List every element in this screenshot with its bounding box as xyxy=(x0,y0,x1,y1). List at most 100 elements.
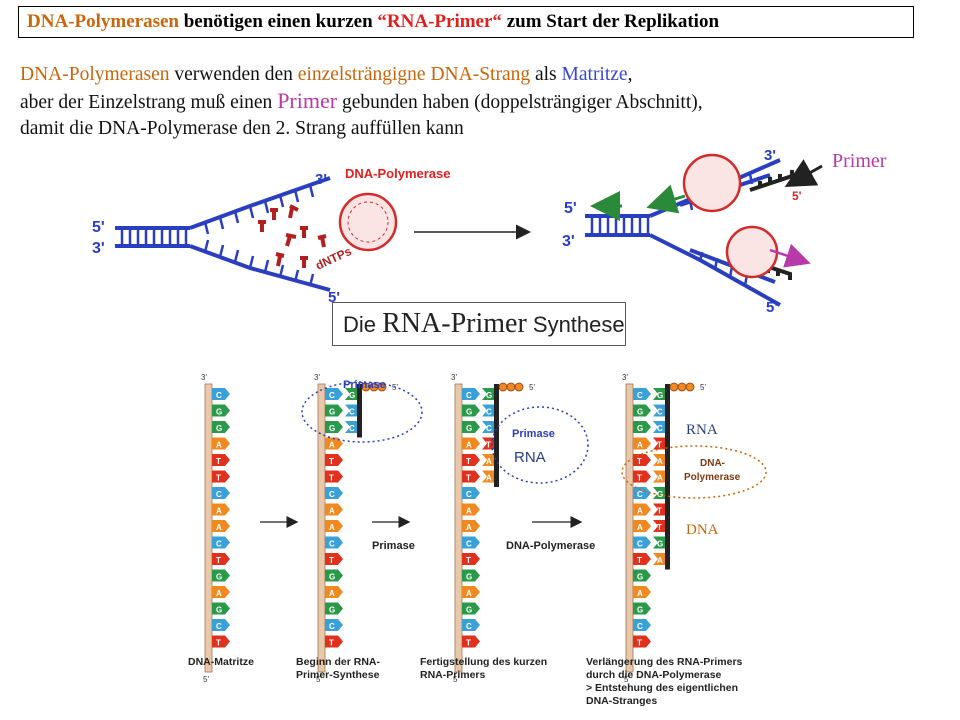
template-base-letter: T xyxy=(216,474,221,483)
title-part-1: DNA-Polymerasen xyxy=(27,11,179,32)
template-base-letter: T xyxy=(466,457,471,466)
intro-line-3: damit die DNA-Polymerase den 2. Strang a… xyxy=(20,118,464,139)
template-base xyxy=(212,569,230,582)
template-base-letter: C xyxy=(637,391,643,400)
template-base-letter: A xyxy=(329,523,335,532)
caption-4-line-4: DNA-Stranges xyxy=(586,695,658,707)
template-backbone xyxy=(317,383,326,673)
dna-poly-label-1: DNA- xyxy=(700,458,725,469)
template-base xyxy=(325,553,343,565)
complement-base xyxy=(345,421,357,433)
complement-base-letter: G xyxy=(486,391,492,400)
direction-arrow-green-2 xyxy=(646,184,686,214)
arrow-label-primase: Primase xyxy=(372,540,415,552)
template-base xyxy=(633,470,651,483)
title-part-2: benötigen einen kurzen xyxy=(178,11,378,32)
template-base-letter: C xyxy=(637,490,643,499)
template-base-letter: A xyxy=(466,441,472,450)
primase-ellipse xyxy=(301,381,423,443)
primase-ellipse-2 xyxy=(491,406,589,484)
template-base-letter: T xyxy=(329,474,334,483)
template-base-letter: C xyxy=(466,490,472,499)
template-base-letter: T xyxy=(466,556,471,565)
triphosphate xyxy=(498,382,508,392)
template-base-letter: G xyxy=(637,408,643,417)
template-base-letter: G xyxy=(637,573,643,582)
caption-4-line-2: durch die DNA-Polymerase xyxy=(586,669,722,681)
template-base-letter: G xyxy=(466,408,472,417)
template-base xyxy=(633,619,651,631)
template-base-letter: C xyxy=(329,391,335,400)
template-base xyxy=(462,635,480,648)
intro-text-c: aber der Einzelstrang muß einen xyxy=(20,92,278,113)
template-base-letter: T xyxy=(329,639,334,648)
template-base-letter: G xyxy=(216,606,222,615)
template-base xyxy=(462,503,480,516)
complement-base xyxy=(482,454,494,466)
right-fork-top-3prime: 3' xyxy=(764,147,776,164)
complement-base xyxy=(653,454,665,466)
intro-line-1: DNA-Polymerasen verwenden den einzelsträ… xyxy=(20,62,703,88)
intro-text: DNA-Polymerasen verwenden den einzelsträ… xyxy=(20,62,703,142)
template-base-letter: T xyxy=(466,474,471,483)
template-base xyxy=(325,520,343,532)
template-base-letter: G xyxy=(466,424,472,433)
template-base-letter: T xyxy=(216,639,221,648)
complement-base xyxy=(653,536,665,549)
template-base xyxy=(325,487,343,499)
complement-base-letter: A xyxy=(486,474,492,483)
new-strand-backbone xyxy=(357,384,362,438)
section-title-c: Synthese xyxy=(526,312,625,337)
template-base xyxy=(462,454,480,466)
polymerase-blob-texture xyxy=(347,201,389,243)
template-base xyxy=(325,454,343,466)
complement-base-letter: C xyxy=(657,408,663,417)
template-base-letter: T xyxy=(329,556,334,565)
template-base xyxy=(212,553,230,565)
template-base xyxy=(212,454,230,466)
template-5prime: 5' xyxy=(203,675,209,684)
complement-base xyxy=(653,553,665,565)
template-base xyxy=(212,503,230,516)
intro-term-primer: Primer xyxy=(277,88,338,113)
template-base-letter: G xyxy=(216,573,222,582)
right-fork-bottom-5prime: 5' xyxy=(766,299,778,316)
new-strand-5prime: 5' xyxy=(700,383,706,392)
complement-base-letter: T xyxy=(486,441,491,450)
caption-3-line-1: Fertigstellung des kurzen xyxy=(420,656,548,668)
template-base-letter: A xyxy=(637,507,643,516)
template-base xyxy=(325,503,343,516)
triphosphate xyxy=(669,382,679,392)
caption-2: Beginn der RNA-Primer-Synthese xyxy=(296,656,380,682)
template-base-letter: T xyxy=(216,556,221,565)
template-base-letter: G xyxy=(466,606,472,615)
polymerase-blob-right-top xyxy=(682,153,742,213)
template-base xyxy=(212,421,230,433)
template-backbone xyxy=(625,383,634,673)
template-base xyxy=(462,404,480,417)
template-3prime: 3' xyxy=(201,373,207,382)
template-base-letter: T xyxy=(637,639,642,648)
complement-base xyxy=(482,388,494,400)
template-base xyxy=(633,503,651,516)
template-base xyxy=(633,437,651,450)
left-fork-top-3prime: 3' xyxy=(315,171,327,188)
dntps-icons xyxy=(258,204,327,268)
template-base xyxy=(462,487,480,499)
dna-polymerase-ellipse xyxy=(621,445,767,499)
complement-base xyxy=(653,404,665,417)
complement-base-letter: C xyxy=(486,424,492,433)
template-base xyxy=(462,470,480,483)
caption-4-line-1: Verlängerung des RNA-Primers xyxy=(586,656,743,668)
template-base-letter: C xyxy=(216,540,222,549)
template-base xyxy=(325,586,343,598)
template-base-letter: G xyxy=(329,606,335,615)
complement-base xyxy=(653,388,665,400)
template-base-letter: T xyxy=(329,457,334,466)
template-base xyxy=(633,421,651,433)
template-base xyxy=(212,635,230,648)
template-base-letter: A xyxy=(216,589,222,598)
template-base xyxy=(325,388,343,400)
template-base xyxy=(212,487,230,499)
